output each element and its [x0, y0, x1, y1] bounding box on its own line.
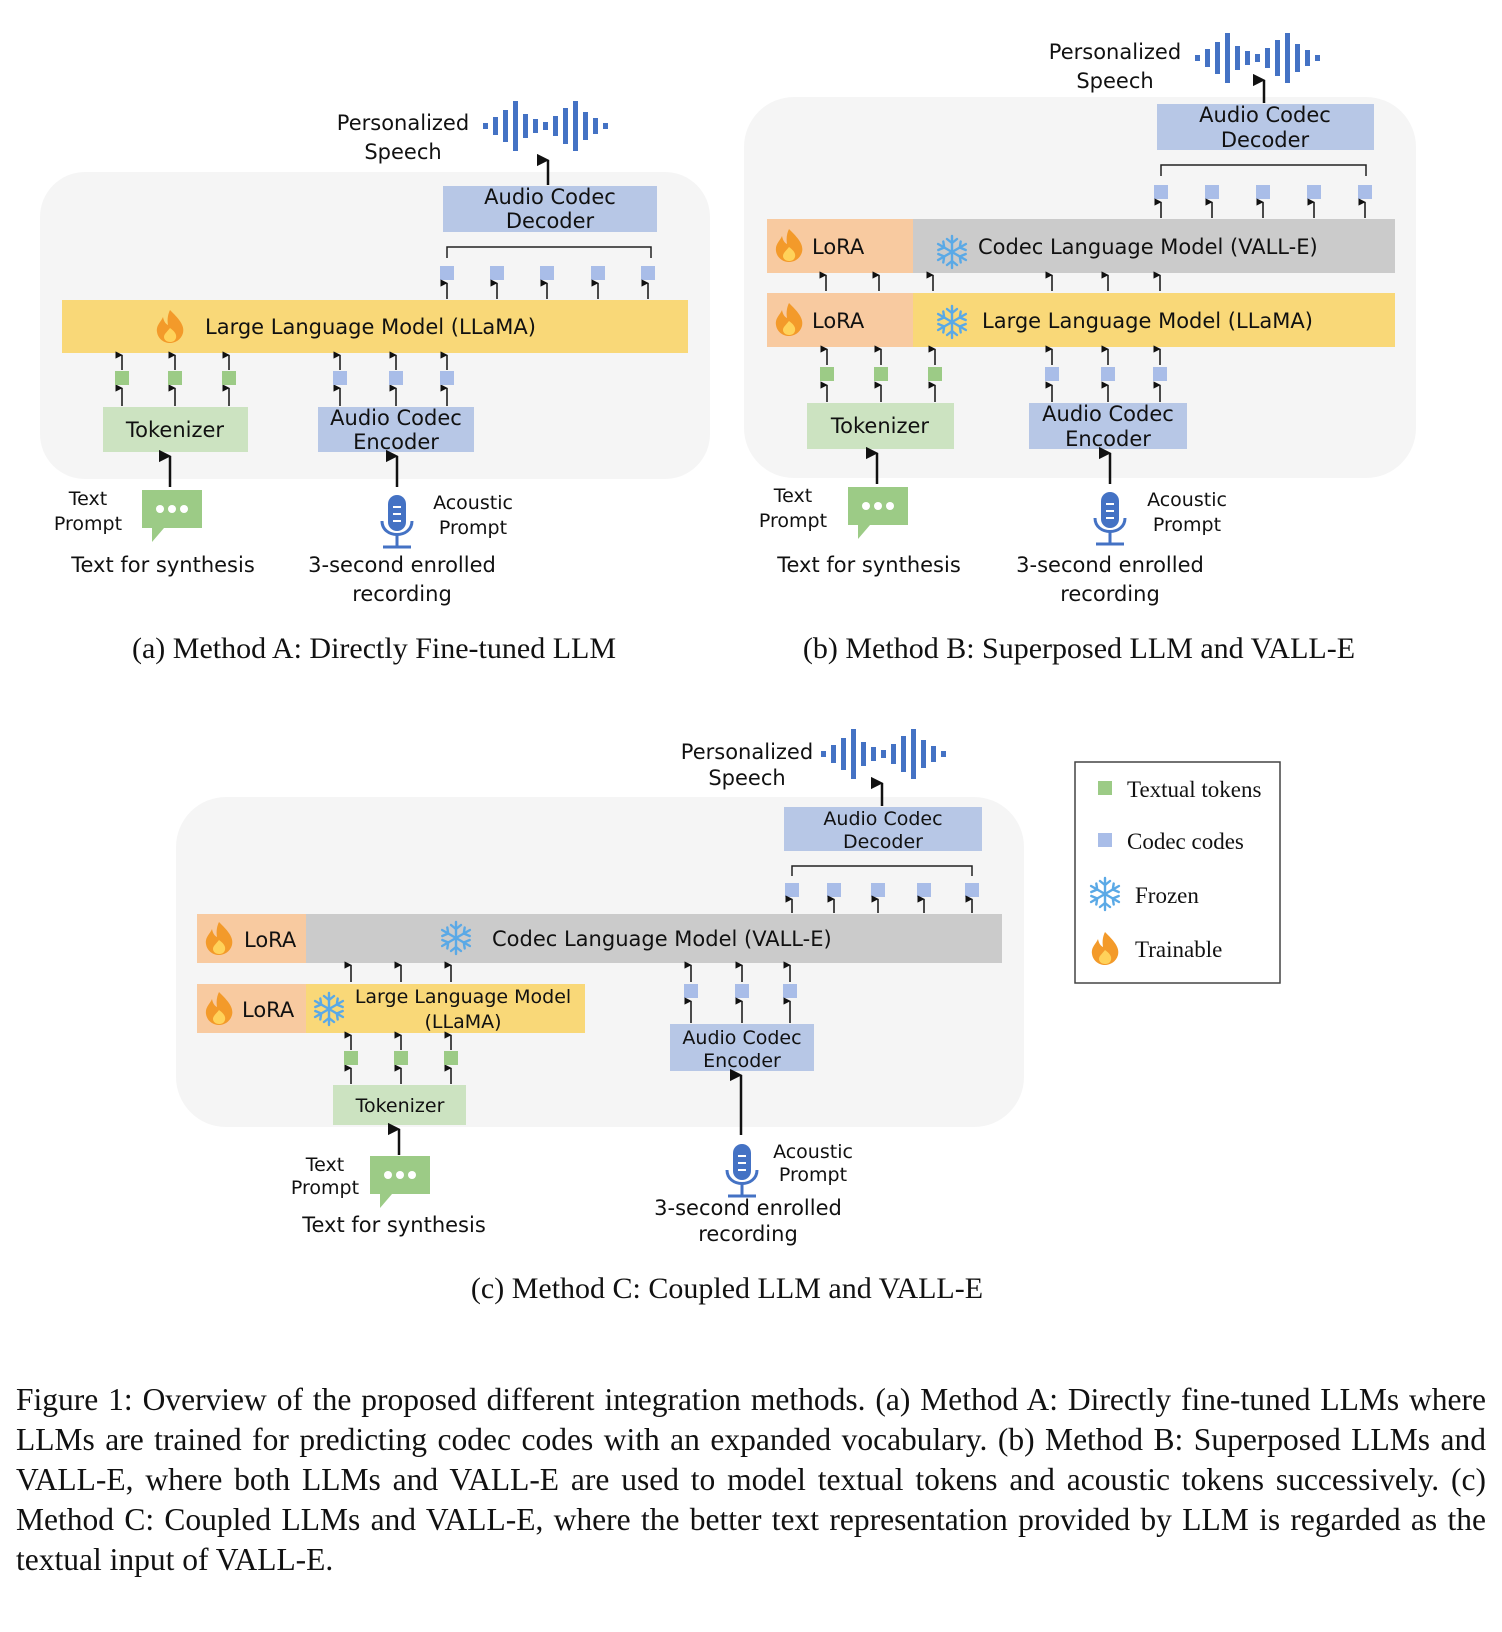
decoder-label-2: Decoder	[506, 209, 595, 233]
encoder-label-1: Audio Codec	[682, 1027, 801, 1049]
figure-caption: Figure 1: Overview of the proposed diffe…	[16, 1382, 1486, 1577]
prompt-label: Prompt	[54, 513, 122, 535]
legend: Textual tokens Codec codes Frozen Traina…	[1074, 761, 1281, 984]
decoder-label-2: Decoder	[1221, 128, 1310, 152]
text-label: Text	[773, 485, 812, 507]
subcaption-a: (a) Method A: Directly Fine-tuned LLM	[132, 632, 616, 665]
subcaption-c: (c) Method C: Coupled LLM and VALL-E	[471, 1272, 983, 1305]
acoustic-label: Acoustic	[433, 492, 513, 514]
acoustic-prompt-label: Prompt	[439, 517, 507, 539]
speech-label: Speech	[364, 140, 441, 164]
codec-codes-input	[684, 984, 797, 998]
acoustic-prompt-label: Prompt	[1153, 514, 1221, 536]
enrolled-label-1: 3-second enrolled	[1016, 553, 1204, 577]
encoder-label-2: Encoder	[1065, 427, 1151, 451]
tokenizer-box	[333, 1085, 466, 1125]
lora-label: LoRA	[242, 998, 295, 1022]
encoder-label-2: Encoder	[353, 430, 439, 454]
valle-box	[306, 914, 1002, 963]
textual-tokens	[115, 371, 236, 385]
decoder-label-1: Audio Codec	[1199, 103, 1331, 127]
blue-square-icon	[1098, 833, 1112, 847]
decoder-label-1: Audio Codec	[823, 808, 942, 830]
green-square-icon	[1098, 781, 1112, 795]
microphone-icon	[725, 1142, 759, 1198]
text-for-synthesis-label: Text for synthesis	[776, 553, 961, 577]
audio-codec-decoder-box	[784, 807, 982, 851]
prompt-label: Prompt	[291, 1177, 359, 1199]
llm-label-1: Large Language Model	[355, 986, 571, 1008]
legend-label-codec-codes: Codec codes	[1127, 829, 1244, 854]
tokenizer-label: Tokenizer	[830, 414, 930, 438]
valle-label: Codec Language Model (VALL-E)	[492, 927, 832, 951]
decoder-label-1: Audio Codec	[484, 185, 616, 209]
personalized-label: Personalized	[337, 111, 469, 135]
textual-tokens	[820, 367, 942, 381]
enrolled-label-1: 3-second enrolled	[308, 553, 496, 577]
legend-label-textual-tokens: Textual tokens	[1127, 777, 1261, 802]
chat-bubble-icon	[370, 1156, 430, 1208]
prompt-label: Prompt	[759, 510, 827, 532]
enrolled-label-2: recording	[352, 582, 452, 606]
speech-label: Speech	[1076, 69, 1153, 93]
llm-label: Large Language Model (LLaMA)	[982, 309, 1313, 333]
tokenizer-label: Tokenizer	[125, 418, 225, 442]
audio-codec-encoder-box	[1029, 403, 1187, 449]
text-for-synthesis-label: Text for synthesis	[301, 1213, 486, 1237]
audio-codec-decoder-box	[1157, 104, 1374, 150]
tokenizer-box	[807, 403, 954, 449]
personalized-label: Personalized	[1049, 40, 1181, 64]
subcaption-b: (b) Method B: Superposed LLM and VALL-E	[803, 632, 1355, 665]
encoder-label-1: Audio Codec	[330, 406, 462, 430]
waveform-icon	[821, 729, 946, 779]
chat-bubble-icon	[142, 490, 202, 542]
panel-b-background	[744, 97, 1416, 478]
enrolled-label-1: 3-second enrolled	[654, 1196, 842, 1220]
audio-codec-encoder-box	[670, 1024, 814, 1071]
llm-label-2: (LLaMA)	[424, 1011, 501, 1033]
legend-label-frozen: Frozen	[1135, 883, 1199, 908]
encoder-label-2: Encoder	[703, 1050, 781, 1072]
tokenizer-label: Tokenizer	[355, 1095, 445, 1117]
audio-codec-decoder-box	[443, 186, 657, 232]
lora-label: LoRA	[244, 928, 297, 952]
tokenizer-box	[103, 407, 248, 452]
audio-codec-encoder-box	[318, 407, 474, 452]
microphone-icon	[380, 493, 414, 549]
textual-tokens	[344, 1051, 458, 1065]
codec-codes	[440, 266, 655, 280]
llm-box	[306, 984, 585, 1033]
microphone-icon	[1093, 490, 1127, 546]
panel-c: Personalized Speech Audio Codec Decoder …	[176, 729, 1024, 1305]
lora-label: LoRA	[812, 235, 865, 259]
lora-label: LoRA	[812, 309, 865, 333]
codec-codes	[1154, 185, 1372, 199]
codec-codes	[785, 883, 979, 897]
panel-b: Personalized Speech Audio Codec Decoder …	[744, 33, 1416, 665]
legend-label-trainable: Trainable	[1135, 937, 1222, 962]
encoder-label-1: Audio Codec	[1042, 402, 1174, 426]
acoustic-label: Acoustic	[1147, 489, 1227, 511]
speech-label: Speech	[708, 766, 785, 790]
decoder-label-2: Decoder	[843, 831, 923, 853]
llm-label: Large Language Model (LLaMA)	[205, 315, 536, 339]
llm-box	[913, 293, 1395, 347]
panel-a: Personalized Speech Audio Codec Decoder …	[40, 101, 710, 665]
acoustic-label: Acoustic	[773, 1141, 853, 1163]
text-for-synthesis-label: Text for synthesis	[70, 553, 255, 577]
codec-codes-input	[1045, 367, 1167, 381]
enrolled-label-2: recording	[1060, 582, 1160, 606]
codec-codes-input	[333, 371, 454, 385]
personalized-label: Personalized	[681, 740, 813, 764]
text-label: Text	[68, 488, 107, 510]
valle-box	[913, 219, 1395, 273]
text-label: Text	[305, 1154, 344, 1176]
enrolled-label-2: recording	[698, 1222, 798, 1246]
chat-bubble-icon	[848, 487, 908, 539]
valle-label: Codec Language Model (VALL-E)	[978, 235, 1318, 259]
waveform-icon	[1195, 33, 1320, 83]
acoustic-prompt-label: Prompt	[779, 1164, 847, 1186]
waveform-icon	[483, 101, 608, 151]
